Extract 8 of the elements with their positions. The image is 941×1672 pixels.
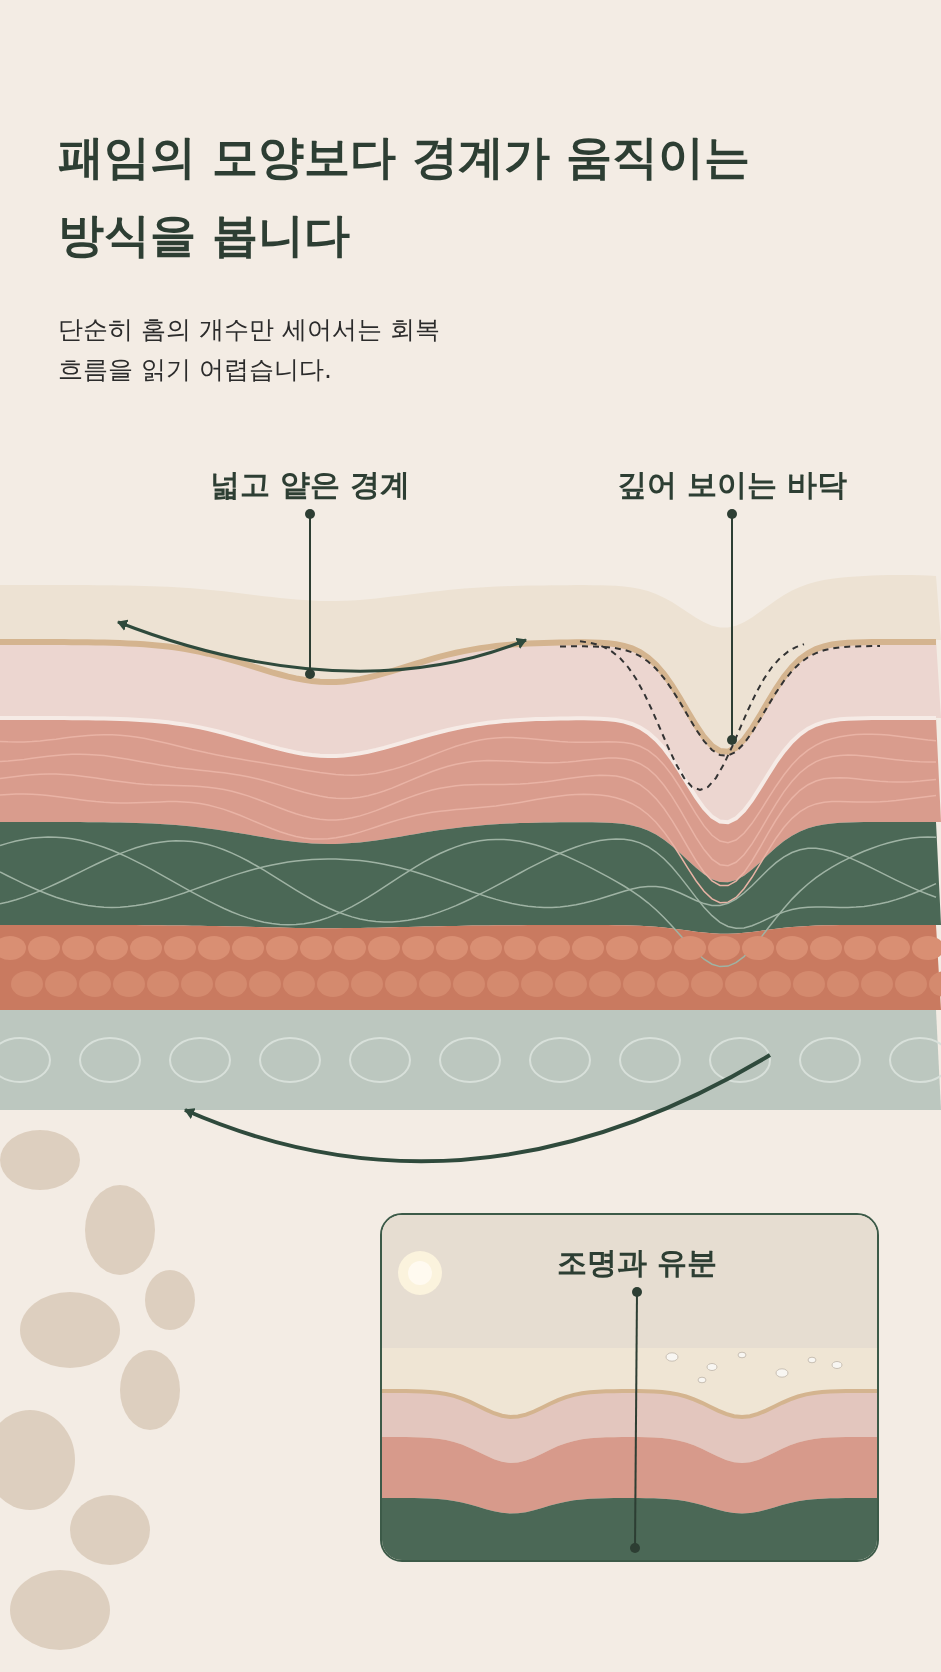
callout-label: 조명과 유분 (556, 1243, 718, 1284)
callout-label: 깊어 보이는 바닥 (616, 465, 848, 506)
subtitle-text: 단순히 홈의 개수만 세어서는 회복 흐름을 읽기 어렵습니다. (58, 314, 441, 386)
leader-line (305, 509, 315, 679)
title: 패임의 모양보다 경계가 움직이는 방식을 봅니다 (58, 129, 752, 264)
callout-label: 넓고 얕은 경계 (209, 465, 411, 506)
leader-line (630, 1287, 642, 1553)
leader-line (727, 509, 737, 745)
